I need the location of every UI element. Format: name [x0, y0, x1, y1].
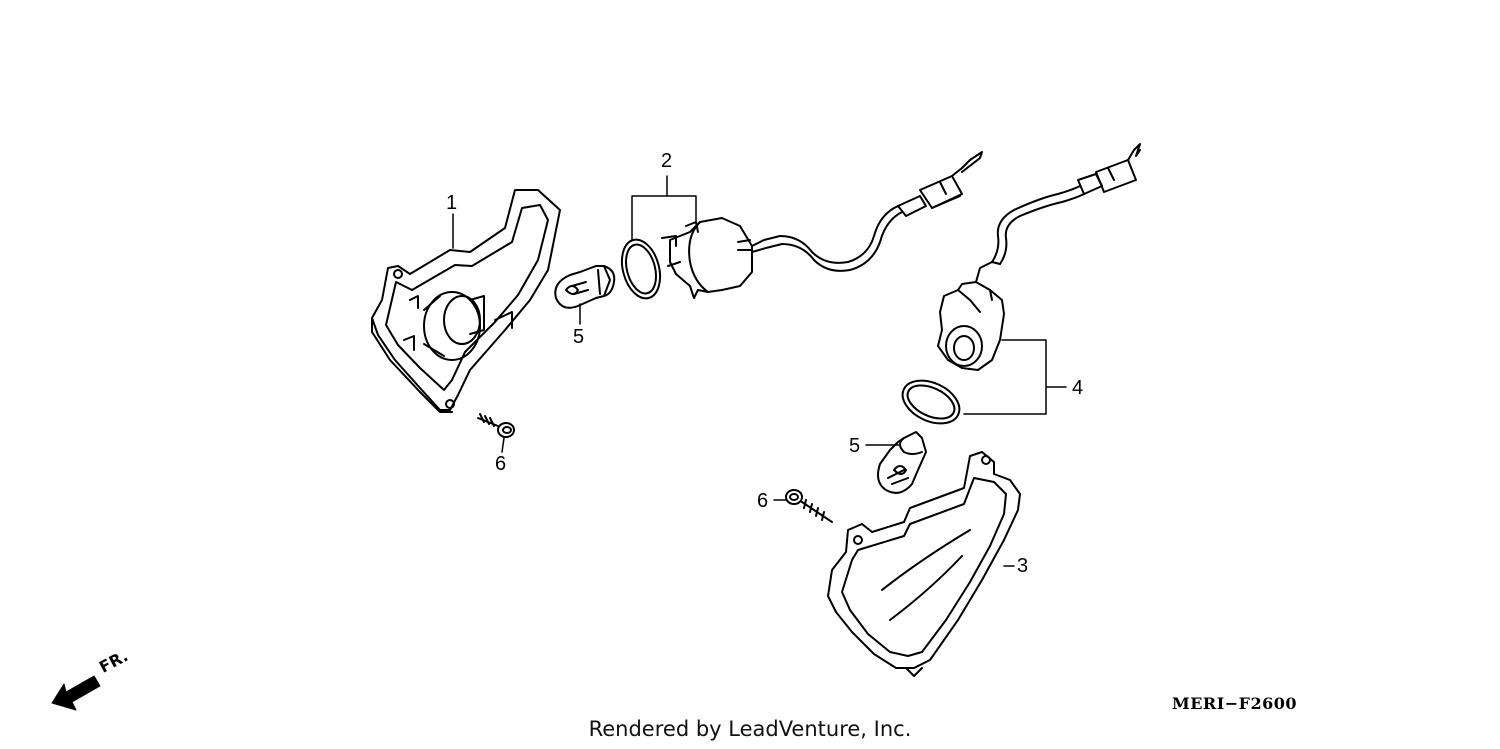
bulb-lower[interactable]	[877, 431, 927, 494]
front-arrow-icon	[51, 675, 101, 711]
o-ring-lower[interactable]	[896, 372, 966, 432]
screw-lower[interactable]	[785, 489, 833, 523]
turn-signal-base[interactable]	[371, 189, 561, 413]
turn-signal-lens[interactable]	[827, 451, 1021, 677]
callout-5-lower[interactable]: 5	[849, 435, 861, 457]
leader-lines	[452, 175, 1067, 567]
o-ring-upper[interactable]	[616, 235, 666, 302]
callout-6-lower[interactable]: 6	[757, 490, 769, 512]
callout-4[interactable]: 4	[1072, 377, 1084, 399]
leader-6a	[501, 437, 505, 453]
screw-left[interactable]	[477, 413, 515, 438]
leader-4	[963, 339, 1067, 415]
socket-harness-upper[interactable]	[661, 151, 983, 299]
callout-5-upper[interactable]: 5	[573, 326, 585, 348]
footer-credit: Rendered by LeadVenture, Inc.	[588, 717, 912, 741]
leader-2	[631, 175, 697, 241]
callout-6-left[interactable]: 6	[495, 453, 507, 475]
bulb-upper[interactable]	[554, 265, 616, 309]
socket-harness-lower[interactable]	[937, 143, 1141, 371]
diagram-code: MERI−F2600	[1172, 694, 1297, 713]
callout-3[interactable]: 3	[1017, 555, 1029, 577]
callout-2[interactable]: 2	[661, 150, 673, 172]
callout-1[interactable]: 1	[446, 192, 458, 214]
